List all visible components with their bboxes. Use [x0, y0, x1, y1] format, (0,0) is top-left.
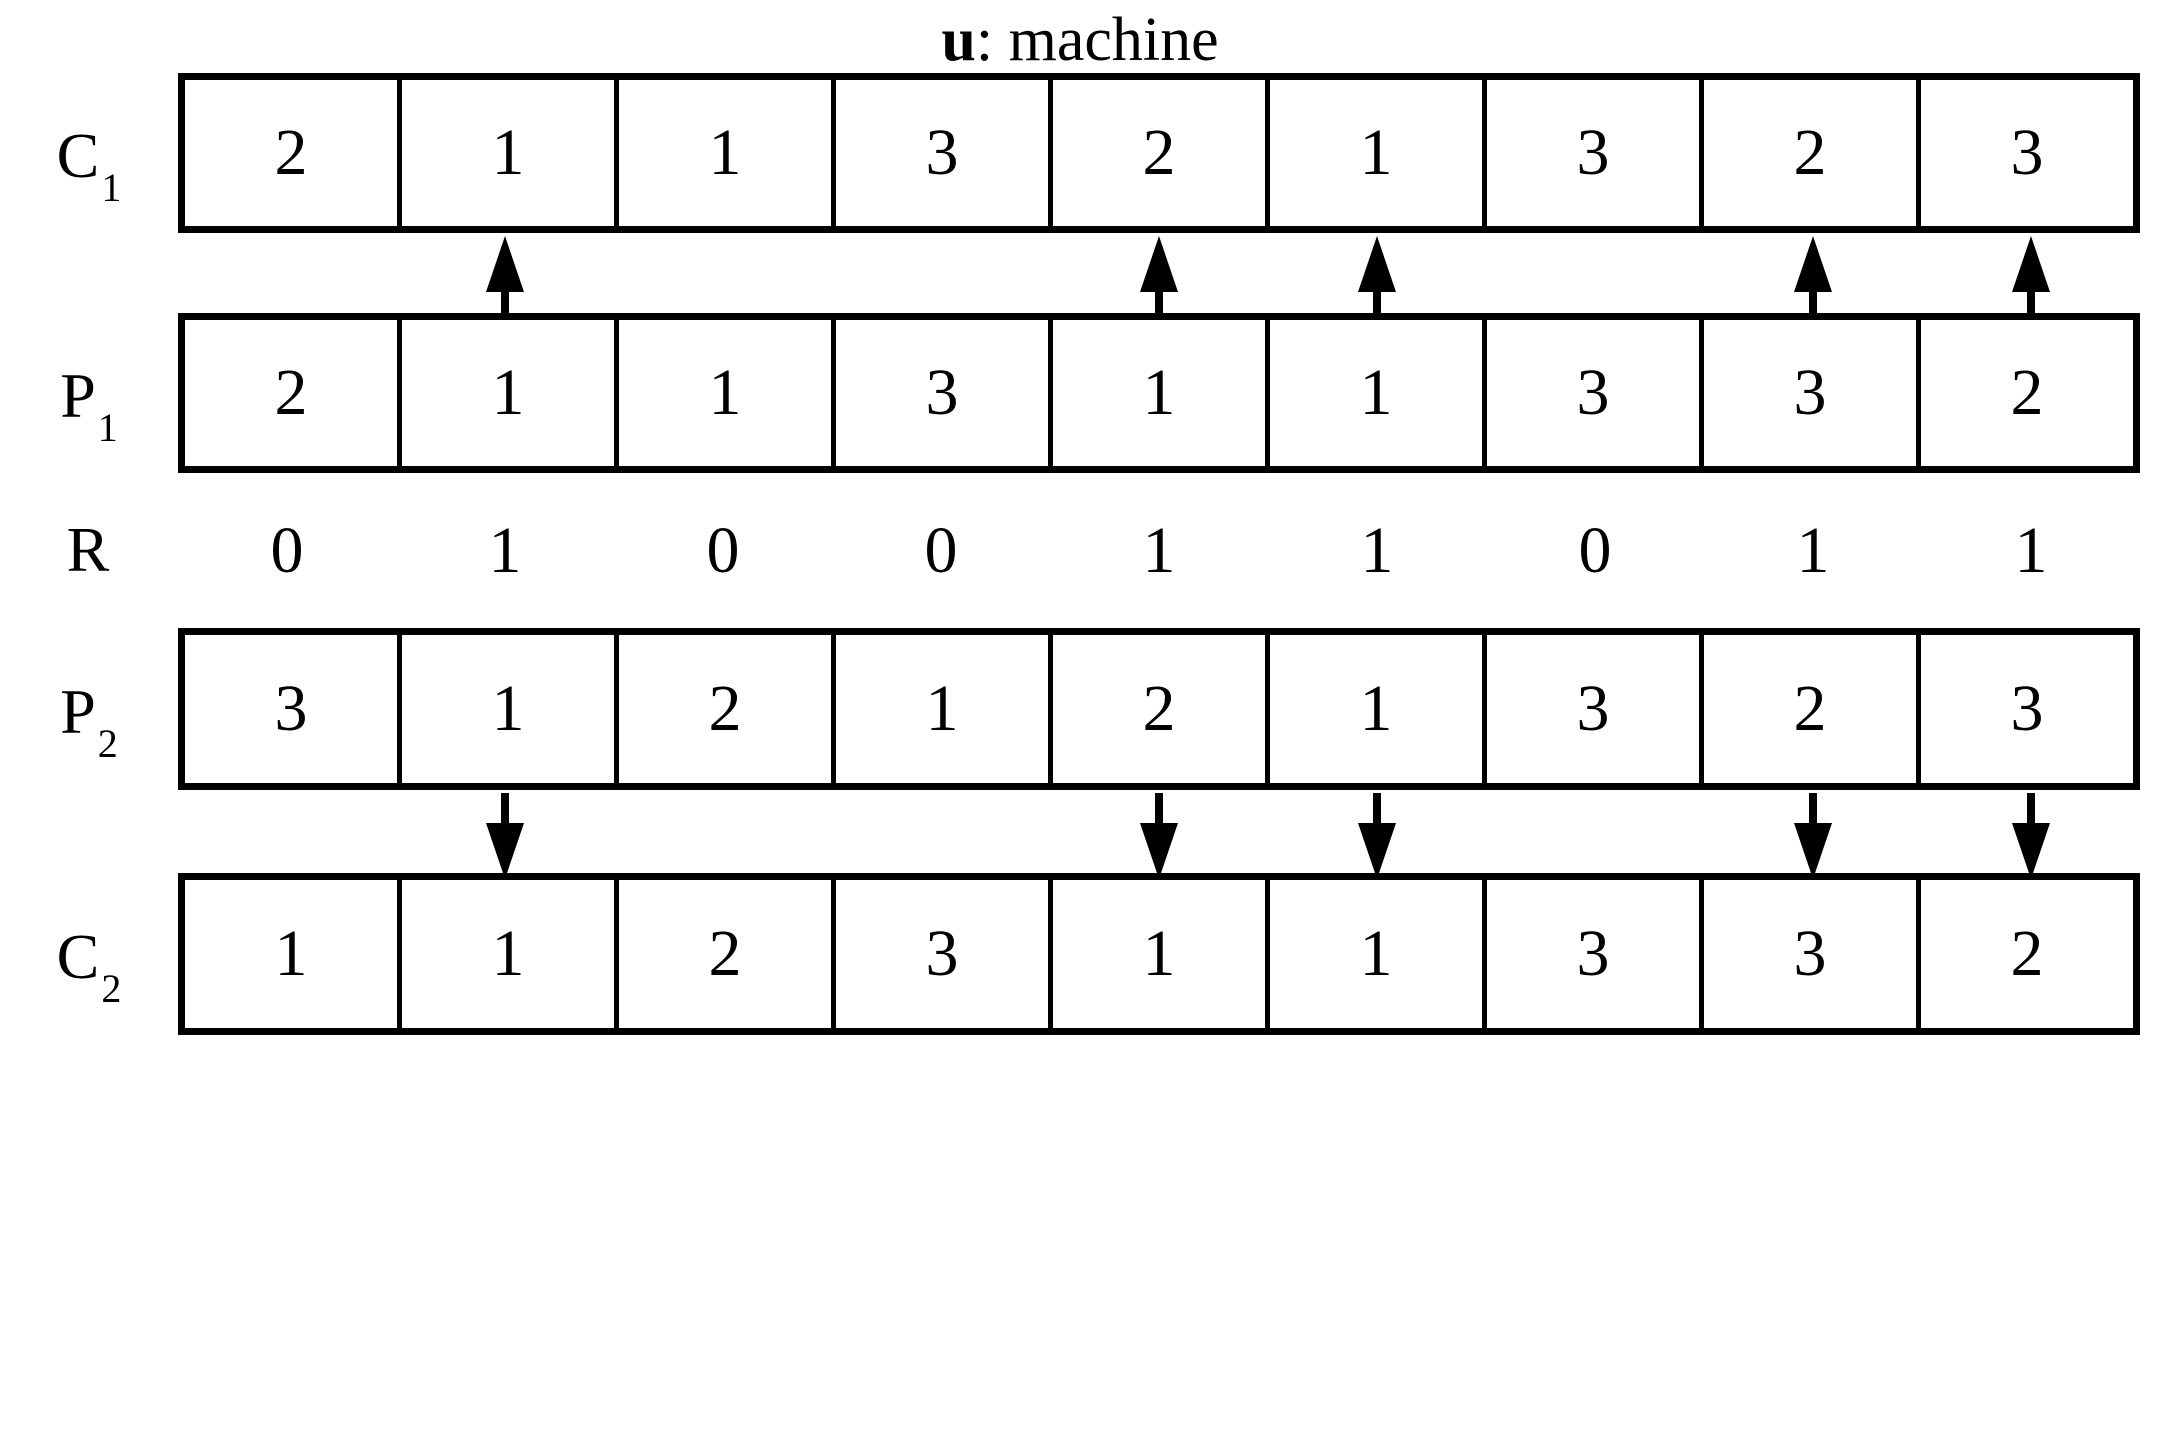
cell-r-1: 1 — [488, 514, 522, 587]
row-label-p2: P2 — [8, 680, 168, 764]
arrow-slot-down-1 — [396, 793, 614, 879]
row-label-c1-base: C — [56, 120, 100, 191]
cell-c2-1: 1 — [402, 880, 619, 1028]
row-label-r: R — [8, 518, 168, 582]
row-label-p1-subscript: 1 — [97, 404, 118, 450]
cell-c2-2: 2 — [619, 880, 836, 1028]
arrow-slot-down-2 — [614, 793, 832, 879]
title-text: machine — [1008, 6, 1219, 74]
cell-p2-4: 2 — [1053, 635, 1270, 783]
arrow-slot-up-4 — [1050, 236, 1268, 322]
arrow-down-icon — [486, 793, 524, 879]
arrow-up-icon — [2012, 236, 2050, 322]
cell-p1-6: 3 — [1487, 320, 1704, 466]
arrow-slot-up-5 — [1268, 236, 1486, 322]
arrow-slot-up-2 — [614, 236, 832, 322]
arrow-down-icon — [1140, 793, 1178, 879]
cell-r-4: 1 — [1142, 514, 1176, 587]
cell-c1-5: 1 — [1270, 80, 1487, 226]
arrow-slot-down-8 — [1922, 793, 2140, 879]
row-label-r-base: R — [66, 514, 110, 585]
cell-p1-2: 1 — [619, 320, 836, 466]
cell-r-2: 0 — [706, 514, 740, 587]
cell-p1-0: 2 — [185, 320, 402, 466]
arrow-slot-down-6 — [1486, 793, 1704, 879]
cell-r-6: 0 — [1578, 514, 1612, 587]
cell-r-0: 0 — [270, 514, 304, 587]
cell-p1-5: 1 — [1270, 320, 1487, 466]
row-c2-cells: 1 1 2 3 1 1 3 3 2 — [178, 873, 2140, 1035]
row-label-c1: C1 — [8, 124, 168, 208]
cell-p2-7: 2 — [1704, 635, 1921, 783]
cell-p1-3: 3 — [836, 320, 1053, 466]
row-p2-cells: 3 1 2 1 2 1 3 2 3 — [178, 628, 2140, 790]
cell-p1-8: 2 — [1921, 320, 2133, 466]
arrow-slot-down-0 — [178, 793, 396, 879]
cell-r-8: 1 — [2014, 514, 2048, 587]
cell-c2-5: 1 — [1270, 880, 1487, 1028]
cell-c2-3: 3 — [836, 880, 1053, 1028]
row-r-values: 0 1 0 0 1 1 0 1 1 — [178, 518, 2140, 588]
row-label-c1-subscript: 1 — [101, 164, 122, 210]
arrow-down-icon — [2012, 793, 2050, 879]
page-title: u: machine — [0, 8, 2160, 72]
arrow-slot-down-7 — [1704, 793, 1922, 879]
arrow-down-icon — [1358, 793, 1396, 879]
title-symbol: u — [941, 6, 976, 74]
cell-p1-1: 1 — [402, 320, 619, 466]
cell-c1-4: 2 — [1053, 80, 1270, 226]
row-label-p1: P1 — [8, 364, 168, 448]
arrow-up-icon — [486, 236, 524, 322]
cell-c1-2: 1 — [619, 80, 836, 226]
arrow-slot-down-4 — [1050, 793, 1268, 879]
cell-c1-0: 2 — [185, 80, 402, 226]
cell-p2-5: 1 — [1270, 635, 1487, 783]
cell-c1-7: 2 — [1704, 80, 1921, 226]
cell-c1-1: 1 — [402, 80, 619, 226]
arrow-slot-up-7 — [1704, 236, 1922, 322]
arrow-slot-up-1 — [396, 236, 614, 322]
title-separator: : — [975, 6, 1009, 74]
row-label-p1-base: P — [60, 360, 96, 431]
cell-c2-7: 3 — [1704, 880, 1921, 1028]
cell-p1-7: 3 — [1704, 320, 1921, 466]
cell-c2-4: 1 — [1053, 880, 1270, 1028]
arrow-up-icon — [1358, 236, 1396, 322]
cell-p2-2: 2 — [619, 635, 836, 783]
cell-c1-8: 3 — [1921, 80, 2133, 226]
cell-c1-3: 3 — [836, 80, 1053, 226]
cell-c2-0: 1 — [185, 880, 402, 1028]
cell-p2-3: 1 — [836, 635, 1053, 783]
cell-c1-6: 3 — [1487, 80, 1704, 226]
row-label-p2-base: P — [60, 676, 96, 747]
arrow-down-icon — [1794, 793, 1832, 879]
arrow-slot-up-8 — [1922, 236, 2140, 322]
cell-p2-8: 3 — [1921, 635, 2133, 783]
arrow-slot-down-3 — [832, 793, 1050, 879]
cell-p2-6: 3 — [1487, 635, 1704, 783]
arrow-slot-up-3 — [832, 236, 1050, 322]
row-label-c2-base: C — [56, 921, 100, 992]
row-label-c2: C2 — [8, 925, 168, 1009]
cell-r-5: 1 — [1360, 514, 1394, 587]
cell-c2-8: 2 — [1921, 880, 2133, 1028]
row-p1-cells: 2 1 1 3 1 1 3 3 2 — [178, 313, 2140, 473]
arrow-slot-down-5 — [1268, 793, 1486, 879]
arrow-slot-up-0 — [178, 236, 396, 322]
cell-r-3: 0 — [924, 514, 958, 587]
row-label-p2-subscript: 2 — [97, 720, 118, 766]
arrow-up-icon — [1794, 236, 1832, 322]
arrow-up-icon — [1140, 236, 1178, 322]
arrow-band-up — [178, 236, 2140, 322]
cell-r-7: 1 — [1796, 514, 1830, 587]
row-c1-cells: 2 1 1 3 2 1 3 2 3 — [178, 73, 2140, 233]
cell-p1-4: 1 — [1053, 320, 1270, 466]
row-label-c2-subscript: 2 — [101, 965, 122, 1011]
cell-p2-1: 1 — [402, 635, 619, 783]
arrow-band-down — [178, 793, 2140, 879]
arrow-slot-up-6 — [1486, 236, 1704, 322]
cell-c2-6: 3 — [1487, 880, 1704, 1028]
cell-p2-0: 3 — [185, 635, 402, 783]
